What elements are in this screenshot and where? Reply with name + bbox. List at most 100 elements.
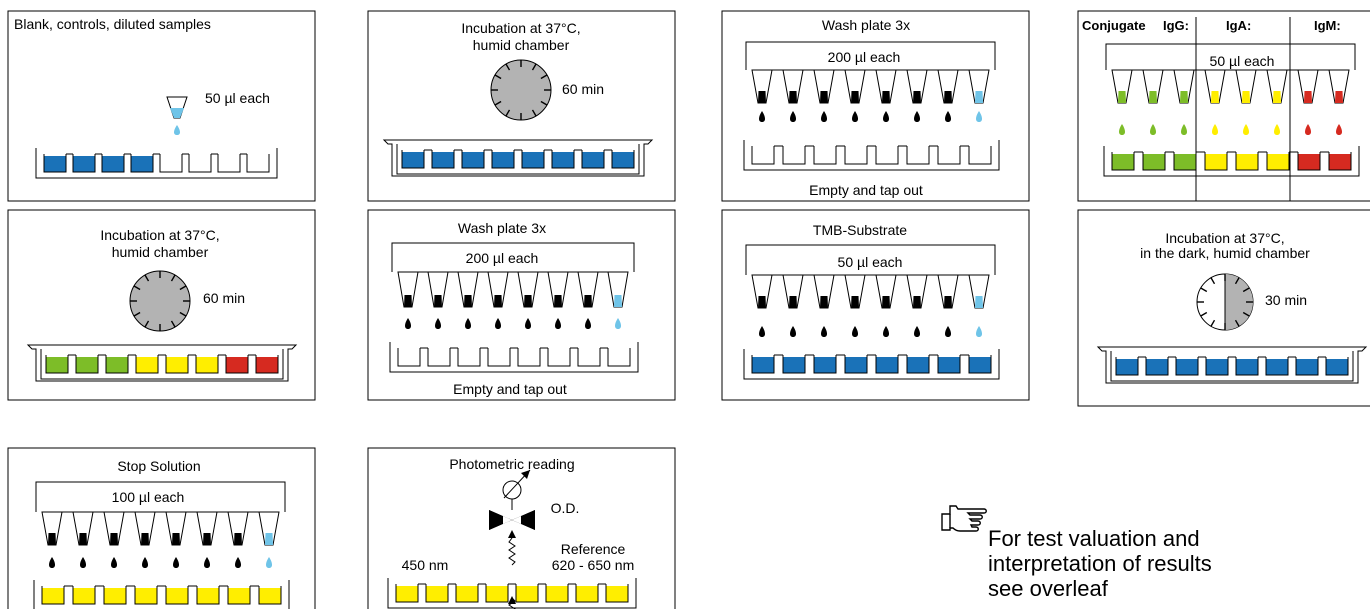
well-fill — [402, 152, 424, 168]
well — [401, 150, 425, 169]
drop — [204, 557, 210, 568]
drop — [495, 318, 501, 329]
clock-tick — [1210, 319, 1216, 327]
note-line3: see overleaf — [988, 576, 1108, 601]
well-fill — [907, 357, 929, 373]
clock-tick — [1210, 277, 1216, 285]
drop — [945, 111, 951, 122]
panel-footer: Empty and tap out — [453, 381, 567, 397]
panel-incubation-1: Incubation at 37°C, humid chamber 60 min — [367, 10, 676, 202]
well — [246, 154, 270, 173]
well — [906, 355, 930, 374]
well-fill — [106, 357, 128, 373]
well — [195, 355, 219, 374]
header-igm: IgM: — [1314, 18, 1341, 33]
tip-liquid — [820, 91, 828, 103]
well — [425, 584, 449, 603]
tip-liquid — [913, 91, 921, 103]
clock-tick — [494, 74, 502, 80]
volume-label: 200 µl each — [466, 250, 539, 266]
well — [1328, 152, 1352, 171]
drop — [173, 557, 179, 568]
tip-liquid — [975, 91, 983, 103]
drop — [1150, 124, 1156, 135]
well — [906, 146, 930, 165]
dispense-bracket — [1105, 43, 1356, 70]
well-fill — [104, 588, 126, 604]
tip-liquid — [882, 91, 890, 103]
well-fill — [259, 588, 281, 604]
drop — [1336, 124, 1342, 135]
well — [813, 146, 837, 165]
well — [875, 146, 899, 165]
tip-liquid — [1304, 91, 1312, 103]
panel-sample-addition: Blank, controls, diluted samples 50 µl e… — [7, 10, 316, 202]
well — [1235, 357, 1259, 376]
clock-icon — [1196, 273, 1254, 331]
incubation-time: 30 min — [1265, 292, 1307, 308]
clock-tick — [505, 63, 511, 71]
well — [575, 584, 599, 603]
dispense-bracket — [745, 244, 996, 275]
drop — [266, 557, 272, 568]
well-fill — [102, 156, 124, 172]
well — [844, 355, 868, 374]
panel-tmb-substrate: TMB-Substrate 50 µl each — [721, 209, 1030, 401]
tip-liquid — [434, 295, 442, 307]
well-fill — [1267, 154, 1289, 170]
drop — [49, 557, 55, 568]
well-fill — [136, 357, 158, 373]
well — [782, 355, 806, 374]
tip-liquid — [265, 533, 273, 545]
tip-liquid — [882, 296, 890, 308]
drop — [914, 111, 920, 122]
well — [225, 355, 249, 374]
well — [258, 586, 282, 605]
well-fill — [1146, 359, 1168, 375]
panel-title: Wash plate 3x — [458, 220, 546, 236]
well — [782, 146, 806, 165]
well — [159, 154, 183, 173]
panel-frame — [367, 209, 676, 401]
drop — [976, 326, 982, 337]
clock-face — [129, 270, 191, 332]
drop — [1119, 124, 1125, 135]
tip-liquid — [944, 296, 952, 308]
panel-title-line1: Incubation at 37°C, — [461, 20, 580, 36]
incubation-time: 60 min — [562, 81, 604, 97]
clock-tick — [494, 100, 502, 106]
well — [937, 355, 961, 374]
tip-liquid — [1211, 91, 1219, 103]
clock-tick — [1234, 319, 1240, 327]
reference-label-line1: Reference — [561, 541, 626, 557]
well — [487, 348, 511, 367]
well-fill — [582, 152, 604, 168]
drop — [1305, 124, 1311, 135]
well — [521, 150, 545, 169]
drop — [235, 557, 241, 568]
well-fill — [576, 586, 598, 602]
tip-liquid — [494, 295, 502, 307]
well — [751, 355, 775, 374]
well — [1205, 357, 1229, 376]
well — [1295, 357, 1319, 376]
well-fill — [1236, 359, 1258, 375]
well-fill — [73, 156, 95, 172]
well-fill — [131, 156, 153, 172]
tip-liquid — [789, 296, 797, 308]
well — [255, 355, 279, 374]
clock-tick — [133, 285, 141, 291]
tip-liquid — [1118, 91, 1126, 103]
overleaf-note: For test valuation and interpretation of… — [988, 526, 1212, 601]
well-fill — [1176, 359, 1198, 375]
well — [431, 150, 455, 169]
drop — [465, 318, 471, 329]
panel-title-line2: humid chamber — [112, 244, 209, 260]
well — [611, 150, 635, 169]
clock-tick — [1200, 287, 1208, 293]
well — [227, 586, 251, 605]
well — [395, 584, 419, 603]
well — [43, 154, 67, 173]
tip-liquid — [1242, 91, 1250, 103]
well-fill — [1329, 154, 1351, 170]
